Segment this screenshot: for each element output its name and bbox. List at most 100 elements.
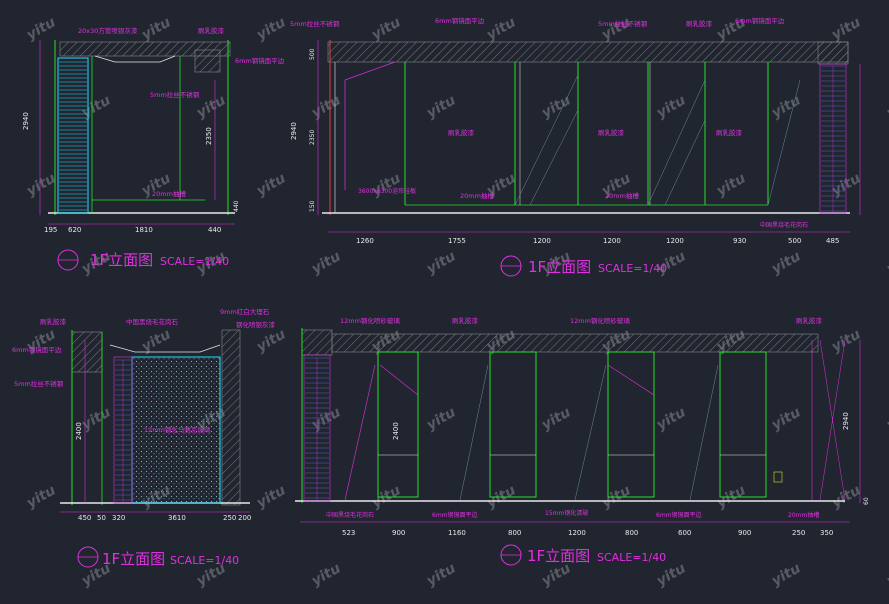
callout-c-6: 12mm钢化马赛克玻璃 bbox=[144, 425, 211, 434]
watermark-text: yitu bbox=[769, 92, 804, 121]
dim-h-d-6: 600 bbox=[678, 529, 691, 537]
dim-h-b-4: 1200 bbox=[666, 237, 684, 245]
watermark-text: yitu bbox=[599, 14, 634, 43]
dim-h-b-5: 930 bbox=[733, 237, 746, 245]
dim-v-b-2: 2350 bbox=[309, 130, 316, 145]
title-c: 1F立面图 SCALE=1/40 bbox=[77, 546, 239, 568]
dim-v-d-2: 60 bbox=[863, 497, 870, 505]
callout-b-8: 20mm抽槽 bbox=[460, 191, 494, 200]
dim-v-b-3: 150 bbox=[309, 200, 316, 212]
callout-b-7: 刷乳胶漆 bbox=[716, 128, 743, 137]
watermark-text: yitu bbox=[539, 92, 574, 121]
dim-h-b-3: 1200 bbox=[603, 237, 621, 245]
dim-h-d-2: 1160 bbox=[448, 529, 466, 537]
watermark-text: yitu bbox=[484, 14, 519, 43]
dim-h-d-0: 523 bbox=[342, 529, 355, 537]
callout-d-8: 20mm抽槽 bbox=[788, 511, 819, 519]
title-a-scale: SCALE=1/40 bbox=[160, 255, 229, 268]
slat-screen bbox=[57, 57, 89, 214]
callout-b-0: 5mm拉丝不锈钢 bbox=[290, 19, 340, 28]
callout-b-10: 3600x6300浴帘挂板 bbox=[358, 187, 416, 195]
elevation-b: 2940 500 2350 150 1260 1755 1200 1200 12… bbox=[290, 16, 861, 277]
callout-c-5: 钢化喷银灰漆 bbox=[236, 320, 276, 329]
elevation-a: 2940 2350 440 195 620 1810 440 20x30方管喷银… bbox=[22, 26, 285, 271]
title-d: 1F立面图 SCALE=1/40 bbox=[500, 544, 666, 566]
callout-b-4: 6mm钢镜面平边 bbox=[735, 16, 785, 25]
dim-h-b-7: 485 bbox=[826, 237, 839, 245]
title-c-text: 1F立面图 bbox=[102, 550, 165, 568]
callout-a-2: 6mm钢镜面平边 bbox=[235, 56, 285, 65]
watermark-text: yitu bbox=[24, 170, 59, 199]
dim-h-b-2: 1200 bbox=[533, 237, 551, 245]
callout-b-9: 20mm抽槽 bbox=[605, 191, 639, 200]
callout-b-1: 6mm钢镜面平边 bbox=[435, 16, 485, 25]
callout-d-5: 6mm钢镜面平边 bbox=[432, 511, 478, 519]
callout-d-7: 6mm钢镜面平边 bbox=[656, 511, 702, 519]
title-a: 1F立面图 SCALE=1/40 bbox=[57, 249, 229, 271]
watermark-text: yitu bbox=[309, 248, 344, 277]
watermark-text: yitu bbox=[254, 482, 289, 511]
watermark-text: yitu bbox=[254, 170, 289, 199]
watermark-text: yitu bbox=[424, 92, 459, 121]
watermark-text: yitu bbox=[309, 404, 344, 433]
watermark-text: yitu bbox=[24, 482, 59, 511]
title-d-scale: SCALE=1/40 bbox=[597, 551, 666, 564]
callout-b-2: 5mm拉丝不锈钢 bbox=[598, 19, 648, 28]
elevation-d: 2940 2400 60 523 900 1160 800 1200 800 6… bbox=[295, 316, 870, 566]
dim-h-c-5: 200 bbox=[238, 514, 251, 522]
watermark-text: yitu bbox=[79, 92, 114, 121]
callout-c-0: 刷乳胶漆 bbox=[40, 317, 67, 326]
dim-h-d-9: 350 bbox=[820, 529, 833, 537]
watermark-text: yitu bbox=[769, 248, 804, 277]
dim-h-d-7: 900 bbox=[738, 529, 751, 537]
callout-d-6: 15mm钢化清玻 bbox=[545, 509, 588, 517]
dim-h-c-3: 3610 bbox=[168, 514, 186, 522]
watermark-text: yitu bbox=[884, 404, 889, 433]
watermark-text: yitu bbox=[654, 560, 689, 589]
watermark-text: yitu bbox=[139, 14, 174, 43]
dim-h-d-3: 800 bbox=[508, 529, 521, 537]
dim-h-a-1: 620 bbox=[68, 226, 81, 234]
watermark-text: yitu bbox=[884, 248, 889, 277]
watermark-text: yitu bbox=[769, 404, 804, 433]
dim-v-c-0: 2400 bbox=[75, 422, 83, 440]
dim-v-a-2: 440 bbox=[233, 200, 240, 212]
watermark-text: yitu bbox=[424, 248, 459, 277]
watermark-text: yitu bbox=[369, 14, 404, 43]
watermark-text: yitu bbox=[884, 560, 889, 589]
watermark-text: yitu bbox=[654, 404, 689, 433]
callout-c-1: 6mm钢镜面平边 bbox=[12, 345, 62, 354]
title-c-scale: SCALE=1/40 bbox=[170, 554, 239, 567]
watermark-text: yitu bbox=[769, 560, 804, 589]
watermark-text: yitu bbox=[424, 404, 459, 433]
watermark-text: yitu bbox=[829, 326, 864, 355]
watermark-text: yitu bbox=[539, 404, 574, 433]
callout-a-1: 刷乳胶漆 bbox=[198, 26, 225, 35]
dim-h-d-8: 250 bbox=[792, 529, 805, 537]
dim-h-d-1: 900 bbox=[392, 529, 405, 537]
watermark-text: yitu bbox=[829, 14, 864, 43]
callout-a-0: 20x30方管喷银灰漆 bbox=[78, 26, 138, 35]
elevation-c: 2400 450 50 320 3610 250 200 刷乳胶漆 6mm钢镜面… bbox=[12, 307, 276, 568]
watermark-text: yitu bbox=[829, 482, 864, 511]
callout-d-4: 中国黑烧毛花岗石 bbox=[326, 511, 374, 519]
callout-a-4: 20mm抽槽 bbox=[152, 189, 186, 198]
callout-d-2: 12mm钢化喷砂玻璃 bbox=[570, 316, 630, 325]
dim-v-a-0: 2940 bbox=[22, 112, 30, 130]
dim-h-c-2: 320 bbox=[112, 514, 125, 522]
dim-h-c-1: 50 bbox=[97, 514, 106, 522]
callout-b-11: 中国黑烧毛花岗石 bbox=[760, 221, 808, 229]
callout-d-1: 刷乳胶漆 bbox=[452, 316, 479, 325]
dim-v-b-0: 2940 bbox=[290, 122, 298, 140]
callout-b-3: 刷乳胶漆 bbox=[686, 19, 713, 28]
watermark-text: yitu bbox=[24, 14, 59, 43]
title-b-scale: SCALE=1/40 bbox=[598, 262, 667, 275]
watermark-text: yitu bbox=[714, 170, 749, 199]
dim-h-a-0: 195 bbox=[44, 226, 57, 234]
callout-c-2: 5mm拉丝不锈钢 bbox=[14, 379, 64, 388]
ceiling-slab bbox=[71, 331, 103, 373]
watermark-text: yitu bbox=[254, 326, 289, 355]
dim-h-b-6: 500 bbox=[788, 237, 801, 245]
